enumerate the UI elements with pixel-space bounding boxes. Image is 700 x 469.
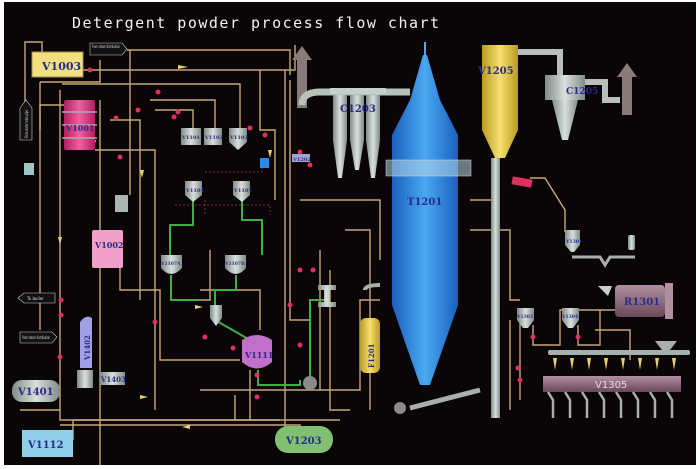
separator xyxy=(318,285,336,307)
svg-text:V1003: V1003 xyxy=(41,60,81,73)
reactor-r1301[interactable]: R1301 xyxy=(598,283,673,319)
svg-text:V1104: V1104 xyxy=(185,188,204,194)
vessel-v1303[interactable]: V1303 xyxy=(516,308,534,328)
vessel-v1001[interactable]: V1001 xyxy=(62,100,97,150)
diagram-title: Detergent powder process flow chart xyxy=(72,14,441,32)
vessel-v1103[interactable]: V1103 xyxy=(229,128,248,150)
svg-text:From water main pipe: From water main pipe xyxy=(24,110,29,138)
svg-text:T1201: T1201 xyxy=(407,197,442,208)
feed-line xyxy=(572,255,635,268)
vessel-v1101[interactable]: V1101 xyxy=(181,128,201,145)
svg-text:V1402: V1402 xyxy=(83,335,92,361)
svg-text:V1301: V1301 xyxy=(565,239,582,245)
svg-text:V1107A: V1107A xyxy=(160,261,181,267)
cyclone-c1203[interactable]: C1203 xyxy=(298,88,410,178)
svg-text:V1202: V1202 xyxy=(292,157,311,163)
vessel-v1104[interactable]: V1104 xyxy=(185,181,204,202)
vessel-v1205[interactable]: V1205 xyxy=(477,45,563,418)
conveyor-pipe xyxy=(409,387,481,411)
svg-text:V1305: V1305 xyxy=(595,380,627,391)
filter-f1201[interactable]: F1201 xyxy=(360,283,381,373)
vessel-v1111[interactable]: V1111 xyxy=(242,335,273,369)
column-v1402[interactable]: V1402 xyxy=(77,316,93,388)
svg-text:V1102: V1102 xyxy=(204,135,223,141)
svg-text:C1203: C1203 xyxy=(340,104,376,115)
tag-steam-bottom: From steam distribution xyxy=(19,331,58,344)
small-tank xyxy=(115,195,128,212)
valves xyxy=(57,67,581,400)
svg-text:V1101: V1101 xyxy=(181,135,200,141)
vessel-v1401[interactable]: V1401 xyxy=(12,380,60,402)
cyclone-c1205[interactable]: C1205 xyxy=(545,75,620,140)
svg-text:V1107B: V1107B xyxy=(224,261,245,267)
distribution-conveyor xyxy=(548,350,690,355)
vessel-v1107b[interactable]: V1107B xyxy=(224,255,246,274)
vessel-v1202[interactable]: V1202 xyxy=(292,154,311,163)
svg-text:V1111: V1111 xyxy=(244,350,273,360)
exhaust-stack-left xyxy=(292,46,312,108)
vessel-v1003[interactable]: V1003 xyxy=(31,51,84,78)
small-hopper xyxy=(628,235,635,250)
svg-text:V1001: V1001 xyxy=(65,123,94,133)
exhaust-stack-right xyxy=(617,63,637,115)
hopper xyxy=(210,305,222,326)
tag-steam-top: From steam distribution xyxy=(89,42,128,56)
tag-to-boiler: To boiler xyxy=(17,292,56,304)
vessel-v1002[interactable]: V1002 xyxy=(92,230,123,268)
vessel-v1301[interactable]: V1301 xyxy=(565,230,582,252)
svg-text:V1105: V1105 xyxy=(233,188,252,194)
svg-text:F1201: F1201 xyxy=(367,343,376,368)
vessel-v1403[interactable]: V1403 xyxy=(100,372,126,385)
diagram-canvas: Detergent powder process flow chart xyxy=(12,14,690,465)
svg-text:V1112: V1112 xyxy=(27,440,64,451)
svg-text:To boiler: To boiler xyxy=(26,296,44,301)
svg-text:V1304: V1304 xyxy=(561,314,578,320)
spray-tower-t1201[interactable]: T1201 xyxy=(385,42,472,385)
svg-text:V1103: V1103 xyxy=(229,135,248,141)
blue-box xyxy=(260,158,269,168)
vessel-v1304[interactable]: V1304 xyxy=(561,308,579,328)
svg-text:V1403: V1403 xyxy=(100,375,126,384)
vessel-v1105[interactable]: V1105 xyxy=(233,181,252,202)
pipe-network xyxy=(20,41,631,465)
vessel-v1102[interactable]: V1102 xyxy=(204,128,223,145)
svg-text:V1203: V1203 xyxy=(285,436,322,447)
svg-text:V1205: V1205 xyxy=(477,66,514,77)
hopper xyxy=(655,341,677,350)
svg-text:From steam distribution: From steam distribution xyxy=(92,44,120,49)
vessel-v1112[interactable]: V1112 xyxy=(22,430,73,457)
packing-bin-v1305[interactable]: V1305 xyxy=(543,376,681,418)
svg-text:C1205: C1205 xyxy=(566,87,598,97)
pump-icon xyxy=(303,376,317,390)
process-flow-diagram: Detergent powder process flow chart xyxy=(4,2,696,465)
svg-text:R1301: R1301 xyxy=(624,297,660,308)
vessel-v1107a[interactable]: V1107A xyxy=(160,255,182,274)
flow-arrows-v1305 xyxy=(553,358,676,370)
svg-text:V1002: V1002 xyxy=(94,240,123,250)
svg-text:From steam distribution: From steam distribution xyxy=(22,335,50,340)
pump-icon xyxy=(394,402,406,414)
small-tank xyxy=(24,163,34,175)
svg-text:V1401: V1401 xyxy=(17,387,54,398)
tag-water-main: From water main pipe xyxy=(19,99,33,141)
vessel-v1203[interactable]: V1203 xyxy=(275,426,333,453)
svg-text:V1303: V1303 xyxy=(516,314,533,320)
